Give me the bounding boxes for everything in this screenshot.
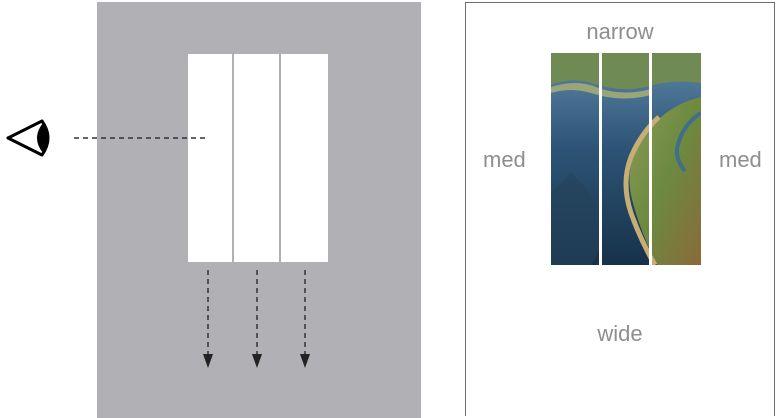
sight-line — [74, 137, 208, 139]
label-med-right: med — [719, 147, 762, 172]
label-narrow: narrow — [586, 19, 654, 44]
aerial-coastline-photo — [551, 53, 701, 265]
right-panel: narrow med med wide — [465, 2, 775, 416]
label-wide: wide — [597, 321, 643, 346]
label-med-left: med — [483, 147, 526, 172]
down-arrow-2 — [252, 270, 262, 368]
downward-arrows — [203, 270, 310, 368]
strip-divider — [232, 54, 234, 262]
eye-icon — [6, 119, 50, 157]
strip-divider — [279, 54, 281, 262]
left-panel — [97, 2, 421, 418]
blank-screen — [188, 54, 328, 262]
down-arrow-1 — [203, 270, 213, 368]
down-arrow-3 — [300, 270, 310, 368]
